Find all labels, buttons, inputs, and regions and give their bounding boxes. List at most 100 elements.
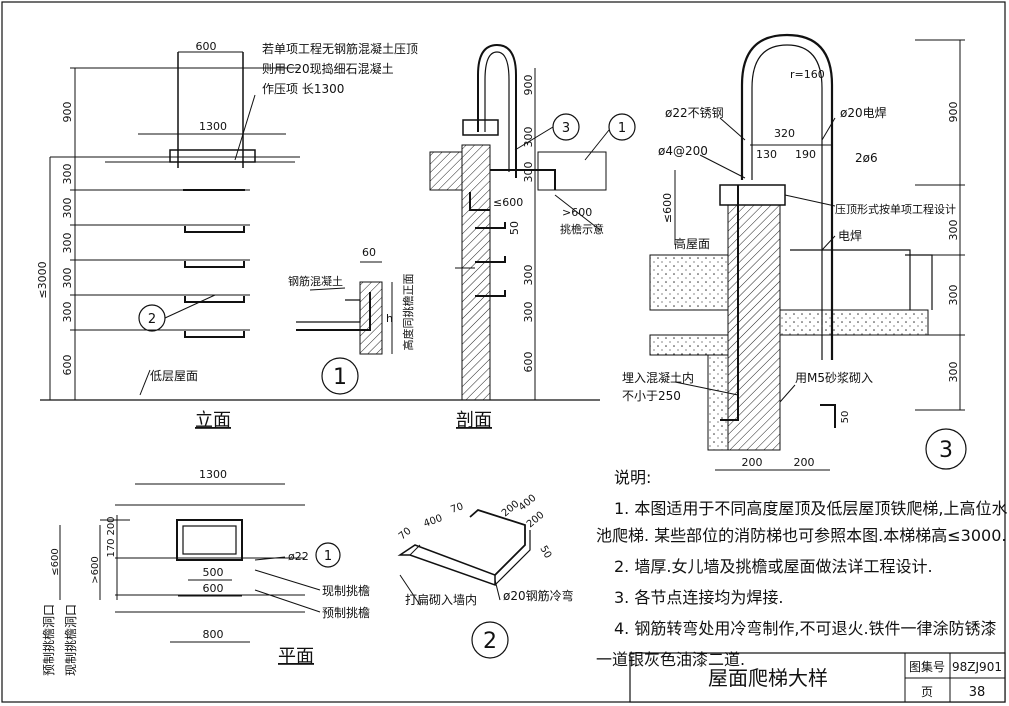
elev-note-1: 若单项工程无钢筋混凝土压顶 xyxy=(262,41,418,56)
sec-dim-v1: 300 xyxy=(522,127,535,148)
d3-dim-320: 320 xyxy=(774,127,795,140)
elev-note-2: 则用C20现捣细石混凝土 xyxy=(262,61,394,76)
d3-dim-190: 190 xyxy=(795,148,816,161)
d3-dim-130: 130 xyxy=(756,148,777,161)
note-4b: 一道银灰色油漆二道. xyxy=(596,650,746,669)
plan-dim-1300: 1300 xyxy=(199,468,227,481)
sec-dim-600b: >600 xyxy=(562,206,592,219)
elev-dim-v3: 300 xyxy=(61,233,74,254)
detail1-drawing xyxy=(296,261,393,395)
elev-low-roof: 低层屋面 xyxy=(150,369,198,383)
plan-dim-le600: ≤600 xyxy=(50,548,61,575)
d2-dim-0: 70 xyxy=(397,526,414,543)
sec-cornice-label: 挑檐示意 xyxy=(560,222,604,236)
title-block xyxy=(629,652,1006,703)
d3-dim-right-3: 300 xyxy=(947,362,960,383)
d3-dim-right-0: 900 xyxy=(947,102,960,123)
plan-dim-200: 200 xyxy=(106,516,117,535)
d3-embed-1: 埋入混凝土内 xyxy=(622,370,694,385)
sec-detail3-marker: 3 xyxy=(562,121,570,136)
plan-dim-600: 600 xyxy=(203,582,224,595)
sec-dim-600a: ≤600 xyxy=(493,196,523,209)
elev-dim-total: ≤3000 xyxy=(36,261,49,298)
plan-detail1-marker: 1 xyxy=(324,549,332,564)
d2-bar-label: ø20钢筋冷弯 xyxy=(503,588,574,603)
plan-hole-1: 预制挑檐洞口 xyxy=(42,604,56,676)
elev-dim-top: 600 xyxy=(196,40,217,53)
d3-mortar: 用M5砂浆砌入 xyxy=(795,370,873,385)
d3-dim-right-2: 300 xyxy=(947,285,960,306)
atlas-number: 98ZJ901 xyxy=(952,660,1002,674)
plan-dim-gt600: >600 xyxy=(90,556,101,583)
d3-label-50: 50 xyxy=(840,411,851,424)
plan-view xyxy=(59,483,341,643)
d2-dim-1: 400 xyxy=(422,513,444,530)
page-number: 38 xyxy=(969,685,986,700)
d3-high-roof: 高屋面 xyxy=(674,236,710,251)
elev-dim-v1: 300 xyxy=(61,164,74,185)
d3-coping: 压顶形式按单项工程设计 xyxy=(835,202,956,216)
plan-precast: 预制挑檐 xyxy=(322,606,370,620)
plan-dim-170: 170 xyxy=(106,538,117,557)
d1-height-label: 高度同挑檐正面 xyxy=(401,274,415,351)
d1-concrete: 钢筋混凝土 xyxy=(288,274,343,288)
d2-dim-4: 200 xyxy=(500,499,522,520)
d2-dim-6: 50 xyxy=(537,544,553,561)
d1-dim-h: h xyxy=(386,312,393,325)
sec-dim-v4: 300 xyxy=(522,302,535,323)
sec-dim-v5: 600 xyxy=(522,352,535,373)
elevation-view xyxy=(49,51,300,400)
elev-detail2-marker: 2 xyxy=(148,312,156,327)
note-2: 2. 墙厚.女儿墙及挑檐或屋面做法详工程设计. xyxy=(614,557,933,576)
elev-note-3: 作压项 长1300 xyxy=(262,82,344,96)
detail2-drawing xyxy=(397,508,531,659)
sec-dim-v2: 300 xyxy=(522,162,535,183)
sec-dim-v0: 900 xyxy=(522,75,535,96)
d2-dim-3: 400 xyxy=(517,493,539,514)
d2-dim-2: 70 xyxy=(449,501,465,516)
plan-phi22: ø22 xyxy=(288,550,309,563)
note-3: 3. 各节点连接均为焊接. xyxy=(614,588,784,607)
elev-dim-v6: 600 xyxy=(61,355,74,376)
d3-dim-right-1: 300 xyxy=(947,220,960,241)
notes-block: 说明: 1. 本图适用于不同高度屋顶及低层屋顶铁爬梯,上高位水 池爬梯. 某些部… xyxy=(596,462,1008,675)
d3-weld: 电焊 xyxy=(838,228,862,243)
note-1: 1. 本图适用于不同高度屋顶及低层屋顶铁爬梯,上高位水 xyxy=(614,499,1008,518)
detail1-marker: 1 xyxy=(333,365,347,390)
plan-dim-800: 800 xyxy=(203,628,224,641)
plan-title: 平面 xyxy=(278,646,314,667)
plan-cast: 现制挑檐 xyxy=(322,584,370,598)
d2-dim-5: 200 xyxy=(525,510,547,531)
d3-r160: r=160 xyxy=(790,68,825,81)
sec-dim-50: 50 xyxy=(508,221,521,235)
d3-rebar: ø4@200 xyxy=(658,144,708,158)
d3-embed-2: 不小于250 xyxy=(622,389,681,403)
elevation-title: 立面 xyxy=(195,410,231,431)
section-title: 剖面 xyxy=(456,410,492,431)
atlas-label: 图集号 xyxy=(909,659,945,674)
section-view xyxy=(429,43,636,401)
elev-dim-bar: 1300 xyxy=(199,120,227,133)
elev-dim-v0: 900 xyxy=(61,102,74,123)
plan-hole-2: 现制挑檐洞口 xyxy=(64,604,78,676)
note-4: 4. 钢筋转弯处用冷弯制作,不可退火.铁件一律涂防锈漆 xyxy=(614,619,997,638)
d3-dim-bottom-0: 200 xyxy=(742,456,763,469)
d3-dim-600: ≤600 xyxy=(661,193,674,223)
d3-stainless: ø22不锈钢 xyxy=(665,106,724,120)
detail3-drawing xyxy=(649,33,967,471)
detail2-marker: 2 xyxy=(483,629,497,654)
page-label: 页 xyxy=(921,685,933,699)
d2-wall-label: 打扁砌入墙内 xyxy=(405,593,477,607)
elev-dim-v5: 300 xyxy=(61,302,74,323)
plan-dim-500: 500 xyxy=(203,566,224,579)
detail3-marker: 3 xyxy=(939,438,953,463)
elev-dim-v4: 300 xyxy=(61,268,74,289)
notes-heading: 说明: xyxy=(614,468,652,487)
sec-dim-v3: 300 xyxy=(522,265,535,286)
d3-electric: ø20电焊 xyxy=(840,105,887,120)
d3-2phi6: 2ø6 xyxy=(855,151,878,165)
drawing-title: 屋面爬梯大样 xyxy=(708,666,828,690)
d1-dim-60: 60 xyxy=(362,246,376,259)
sec-detail1-marker: 1 xyxy=(618,121,626,136)
